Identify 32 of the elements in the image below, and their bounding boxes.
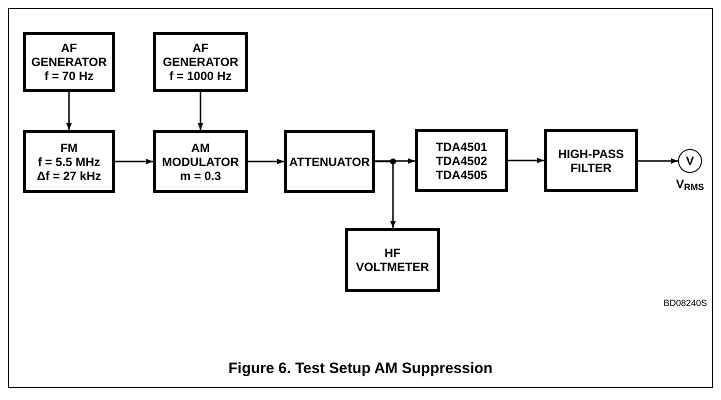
block-box xyxy=(415,129,508,192)
arrow xyxy=(198,92,204,130)
arrow xyxy=(375,160,396,228)
block-text: TDA4502 xyxy=(436,154,488,168)
block-box xyxy=(284,130,375,193)
figure-title: Figure 6. Test Setup AM Suppression xyxy=(227,360,494,378)
block-text: TDA4505 xyxy=(436,168,488,182)
block-box xyxy=(23,32,115,92)
signal-label: V$_{RMS}$ xyxy=(674,177,705,191)
block-text: f = 70 Hz xyxy=(44,69,94,83)
arrow xyxy=(638,158,678,164)
block-text: HIGH-PASS FILTER xyxy=(557,146,625,174)
arrow xyxy=(66,92,72,130)
block-text: Δf = 27 kHz xyxy=(36,168,102,182)
arrow xyxy=(375,158,415,164)
block-text: TDA4501 xyxy=(436,140,488,154)
block-box xyxy=(153,130,248,193)
block-text: f = 5.5 MHz xyxy=(38,154,100,168)
block-text: f = 1000 Hz xyxy=(169,69,232,83)
block-text: HF VOLTMETER xyxy=(354,246,430,274)
block-text: V xyxy=(686,154,694,168)
arrow xyxy=(248,158,284,164)
drawing-number: BD08240S xyxy=(663,298,707,309)
block-text: FM xyxy=(60,140,78,154)
block-box xyxy=(153,32,248,92)
block-box xyxy=(345,228,440,292)
arrow xyxy=(508,158,544,164)
arrow xyxy=(115,158,153,164)
block-box xyxy=(544,129,638,192)
block-text: m = 0.3 xyxy=(180,168,222,182)
block-box xyxy=(23,130,115,193)
block-text: ATTENUATOR xyxy=(289,154,370,168)
